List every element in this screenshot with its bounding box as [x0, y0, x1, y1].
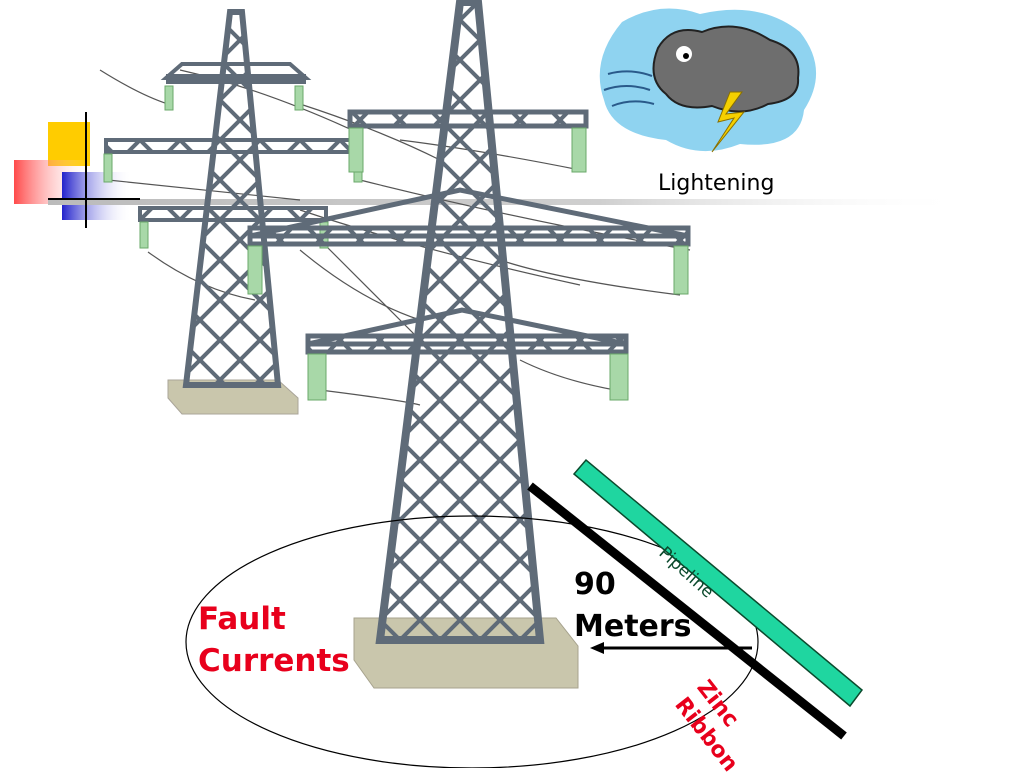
fault-currents-label: Fault Currents	[198, 598, 368, 682]
fault-label-line2: Currents	[198, 643, 350, 679]
storm-cloud-icon	[599, 8, 817, 153]
zinc-ribbon	[527, 482, 847, 740]
pipeline	[572, 458, 864, 708]
distance-unit: Meters	[574, 609, 692, 644]
distance-arrow	[590, 642, 752, 654]
fault-label-line1: Fault	[198, 601, 286, 637]
fault-zone-ellipse	[185, 515, 759, 768]
lightning-label: Lightening	[658, 171, 775, 196]
distance-value: 90	[574, 567, 616, 602]
distance-label: 90 Meters	[574, 564, 714, 648]
front-pylon	[247, 0, 691, 689]
